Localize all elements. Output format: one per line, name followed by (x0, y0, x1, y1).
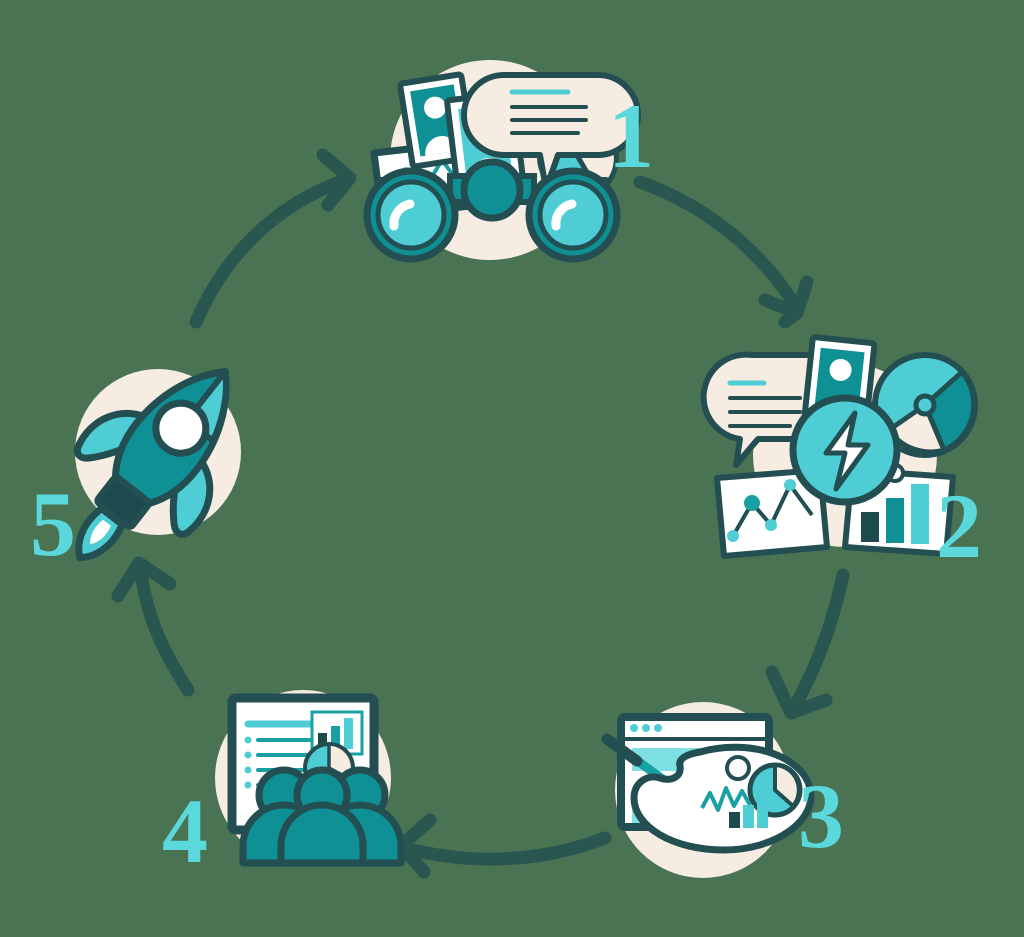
step-4-icon-presentation-audience[interactable] (215, 690, 405, 867)
step-number-2: 2 (936, 475, 982, 577)
arrow-1-to-2 (633, 175, 814, 329)
step-1-icon-binoculars-research[interactable] (363, 60, 641, 263)
arrow-group (111, 148, 850, 879)
step-5-icon-rocket-launch[interactable] (24, 328, 282, 602)
arrow-4-to-5 (111, 556, 195, 697)
arrow-5-to-1 (189, 148, 357, 329)
step-number-5: 5 (30, 473, 76, 575)
line-chart-card-icon (714, 467, 830, 559)
paint-palette-icon (630, 743, 815, 854)
pie-chart-icon (872, 352, 978, 458)
lightning-bolt-circle-icon (789, 394, 901, 506)
audience-people-icon (239, 766, 405, 867)
arrow-3-to-4 (394, 813, 612, 879)
step-3-icon-design-palette[interactable] (601, 702, 815, 878)
step-number-4: 4 (162, 780, 208, 882)
speech-bubble-icon (461, 72, 641, 192)
arrow-2-to-3 (765, 568, 850, 720)
step-number-1: 1 (608, 85, 654, 187)
step-number-3: 3 (798, 765, 844, 867)
binoculars-icon (363, 158, 621, 263)
step-2-icon-insights-lightning[interactable] (700, 334, 978, 559)
